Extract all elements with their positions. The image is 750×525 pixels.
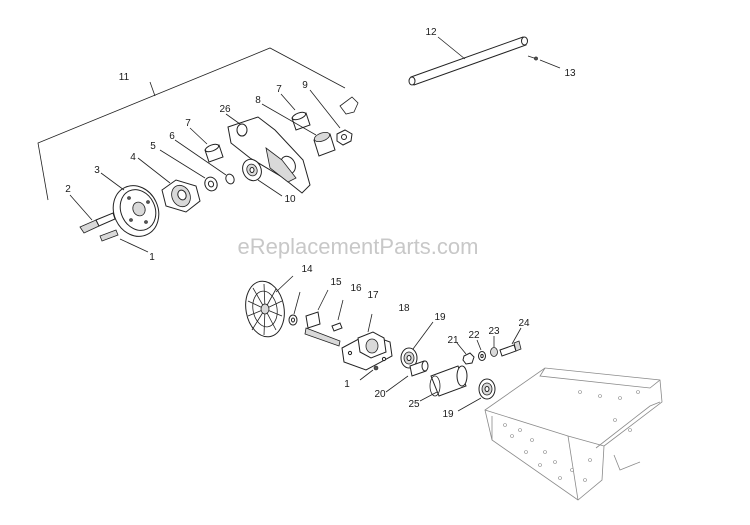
callout-12: 12 xyxy=(425,27,437,38)
callout-1-upper: 1 xyxy=(149,252,155,263)
part-16-shaft xyxy=(304,289,341,347)
callout-13: 13 xyxy=(564,68,576,79)
part-22-washer xyxy=(476,339,486,361)
callout-15: 15 xyxy=(330,277,342,288)
callout-8: 8 xyxy=(255,95,261,106)
callout-10: 10 xyxy=(284,194,296,205)
callout-3: 3 xyxy=(94,165,100,176)
part-17-key xyxy=(331,299,344,332)
callout-19-upper: 19 xyxy=(434,312,446,323)
part-7-bushing-right xyxy=(280,93,311,131)
part-4-hub xyxy=(137,157,201,213)
part-26-bracket xyxy=(225,113,311,194)
callout-18: 18 xyxy=(398,303,410,314)
part-14-impeller xyxy=(245,275,294,338)
callout-16: 16 xyxy=(350,283,362,294)
watermark-text: eReplacementParts.com xyxy=(238,234,479,259)
callout-25: 25 xyxy=(408,399,420,410)
deck-holes xyxy=(503,390,640,482)
part-10-bearing xyxy=(242,158,283,197)
callout-6: 6 xyxy=(169,131,175,142)
callout-2: 2 xyxy=(65,184,71,195)
callout-4: 4 xyxy=(130,152,136,163)
part-2-bolt xyxy=(69,194,116,234)
callout-21: 21 xyxy=(447,335,459,346)
callout-9: 9 xyxy=(302,80,308,91)
part-20-spacer xyxy=(385,360,429,393)
part-1-pin-lower xyxy=(359,365,379,381)
callout-17: 17 xyxy=(367,290,379,301)
part-5-washer xyxy=(159,149,218,192)
deck-frame xyxy=(484,367,663,501)
part-1-pin-upper xyxy=(99,229,149,253)
callout-24: 24 xyxy=(518,318,530,329)
callout-14: 14 xyxy=(301,264,313,275)
callout-19-lower: 19 xyxy=(442,409,454,420)
callout-26: 26 xyxy=(219,104,231,115)
callout-23: 23 xyxy=(488,326,500,337)
callout-1-lower: 1 xyxy=(344,379,350,390)
part-18-housing xyxy=(341,313,393,371)
part-7-bushing-left xyxy=(189,127,224,163)
callout-5: 5 xyxy=(150,141,156,152)
part-19-bearing-lower xyxy=(457,378,496,412)
part-3-pulley xyxy=(100,172,160,237)
callout-20: 20 xyxy=(374,389,386,400)
callout-7-right: 7 xyxy=(276,84,282,95)
part-25-sleeve xyxy=(419,365,468,402)
part-9-nut xyxy=(309,89,359,146)
part-8-bushing xyxy=(261,103,336,157)
callout-labels: 11 12 13 2 3 4 5 6 7 26 8 7 9 10 1 14 15… xyxy=(65,27,576,420)
part-19-bearing-upper xyxy=(400,321,434,369)
part-15-washer xyxy=(288,291,301,326)
assembly-bracket-11 xyxy=(37,47,346,201)
part-6-washer xyxy=(174,139,235,185)
part-23-lock-washer xyxy=(490,336,498,357)
callout-7-left: 7 xyxy=(185,118,191,129)
part-12-shaft xyxy=(408,36,528,86)
part-13-pin xyxy=(527,55,561,69)
part-24-bolt xyxy=(499,327,522,357)
callout-11: 11 xyxy=(119,72,130,83)
callout-22: 22 xyxy=(468,330,480,341)
part-21-nut xyxy=(456,342,475,365)
